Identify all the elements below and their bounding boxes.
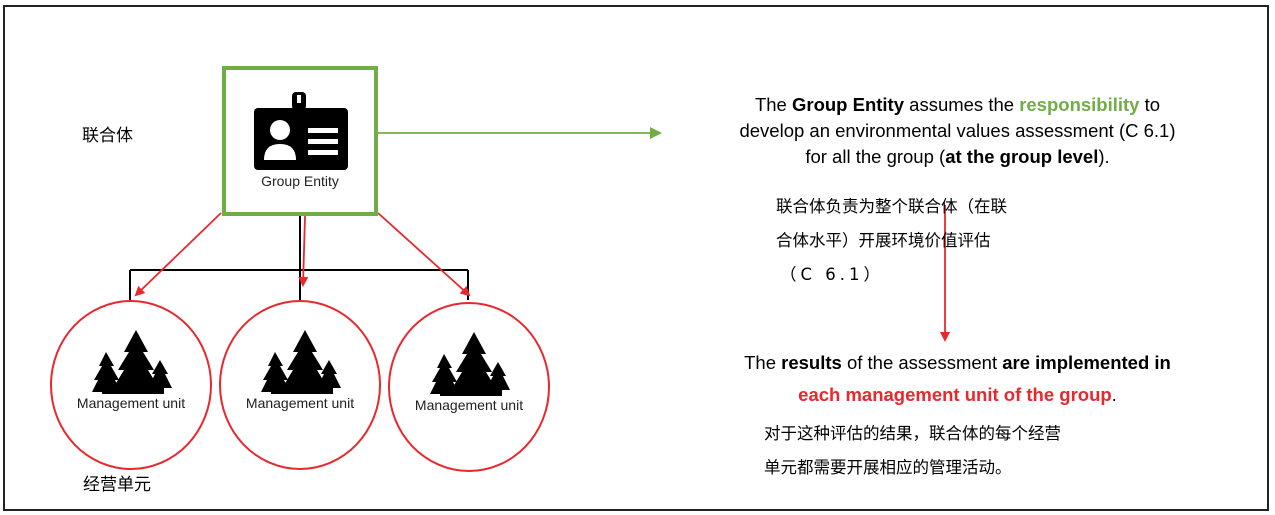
results-text: The results of the assessment are implem… xyxy=(660,350,1255,408)
responsibility-text: The Group Entity assumes the responsibil… xyxy=(660,92,1255,170)
responsibility-line-3: for all the group (at the group level). xyxy=(805,146,1110,167)
red-arrows xyxy=(134,205,950,342)
results-text-zh: 对于这种评估的结果，联合体的每个经营 单元都需要开展相应的管理活动。 xyxy=(764,417,1061,485)
group-entity-label: Group Entity xyxy=(261,173,339,189)
forest-icon xyxy=(92,330,172,394)
forest-icon xyxy=(261,330,341,394)
management-unit-2: Management unit xyxy=(219,300,381,470)
results-zh-line-1: 对于这种评估的结果，联合体的每个经营 xyxy=(764,424,1061,443)
results-line-2: each management unit of the group. xyxy=(798,384,1117,405)
responsibility-text-zh: 联合体负责为整个联合体（在联 合体水平）开展环境价值评估 （C 6.1） xyxy=(776,190,1007,292)
management-unit-3: Management unit xyxy=(388,302,550,472)
responsibility-zh-line-2: 合体水平）开展环境价值评估 xyxy=(776,231,991,250)
management-unit-label: Management unit xyxy=(414,397,524,413)
group-entity-box: Group Entity xyxy=(222,66,378,216)
responsibility-zh-line-1: 联合体负责为整个联合体（在联 xyxy=(776,197,1007,216)
responsibility-zh-line-3: （C 6.1） xyxy=(780,265,885,284)
hierarchy-lines xyxy=(129,215,469,300)
label-lianhe-ti: 联合体 xyxy=(82,126,133,146)
id-badge-icon xyxy=(254,92,348,170)
label-jingying-danyuan: 经营单元 xyxy=(83,475,151,495)
responsibility-line-2: develop an environmental values assessme… xyxy=(739,120,1176,141)
forest-icon xyxy=(430,332,510,396)
results-line-1: The results of the assessment are implem… xyxy=(744,352,1171,373)
results-zh-line-2: 单元都需要开展相应的管理活动。 xyxy=(764,458,1012,477)
responsibility-line-1: The Group Entity assumes the responsibil… xyxy=(754,94,1161,115)
management-unit-label: Management unit xyxy=(245,395,355,411)
diagram-frame xyxy=(3,5,1269,511)
management-unit-label: Management unit xyxy=(76,395,186,411)
management-unit-1: Management unit xyxy=(50,300,212,470)
